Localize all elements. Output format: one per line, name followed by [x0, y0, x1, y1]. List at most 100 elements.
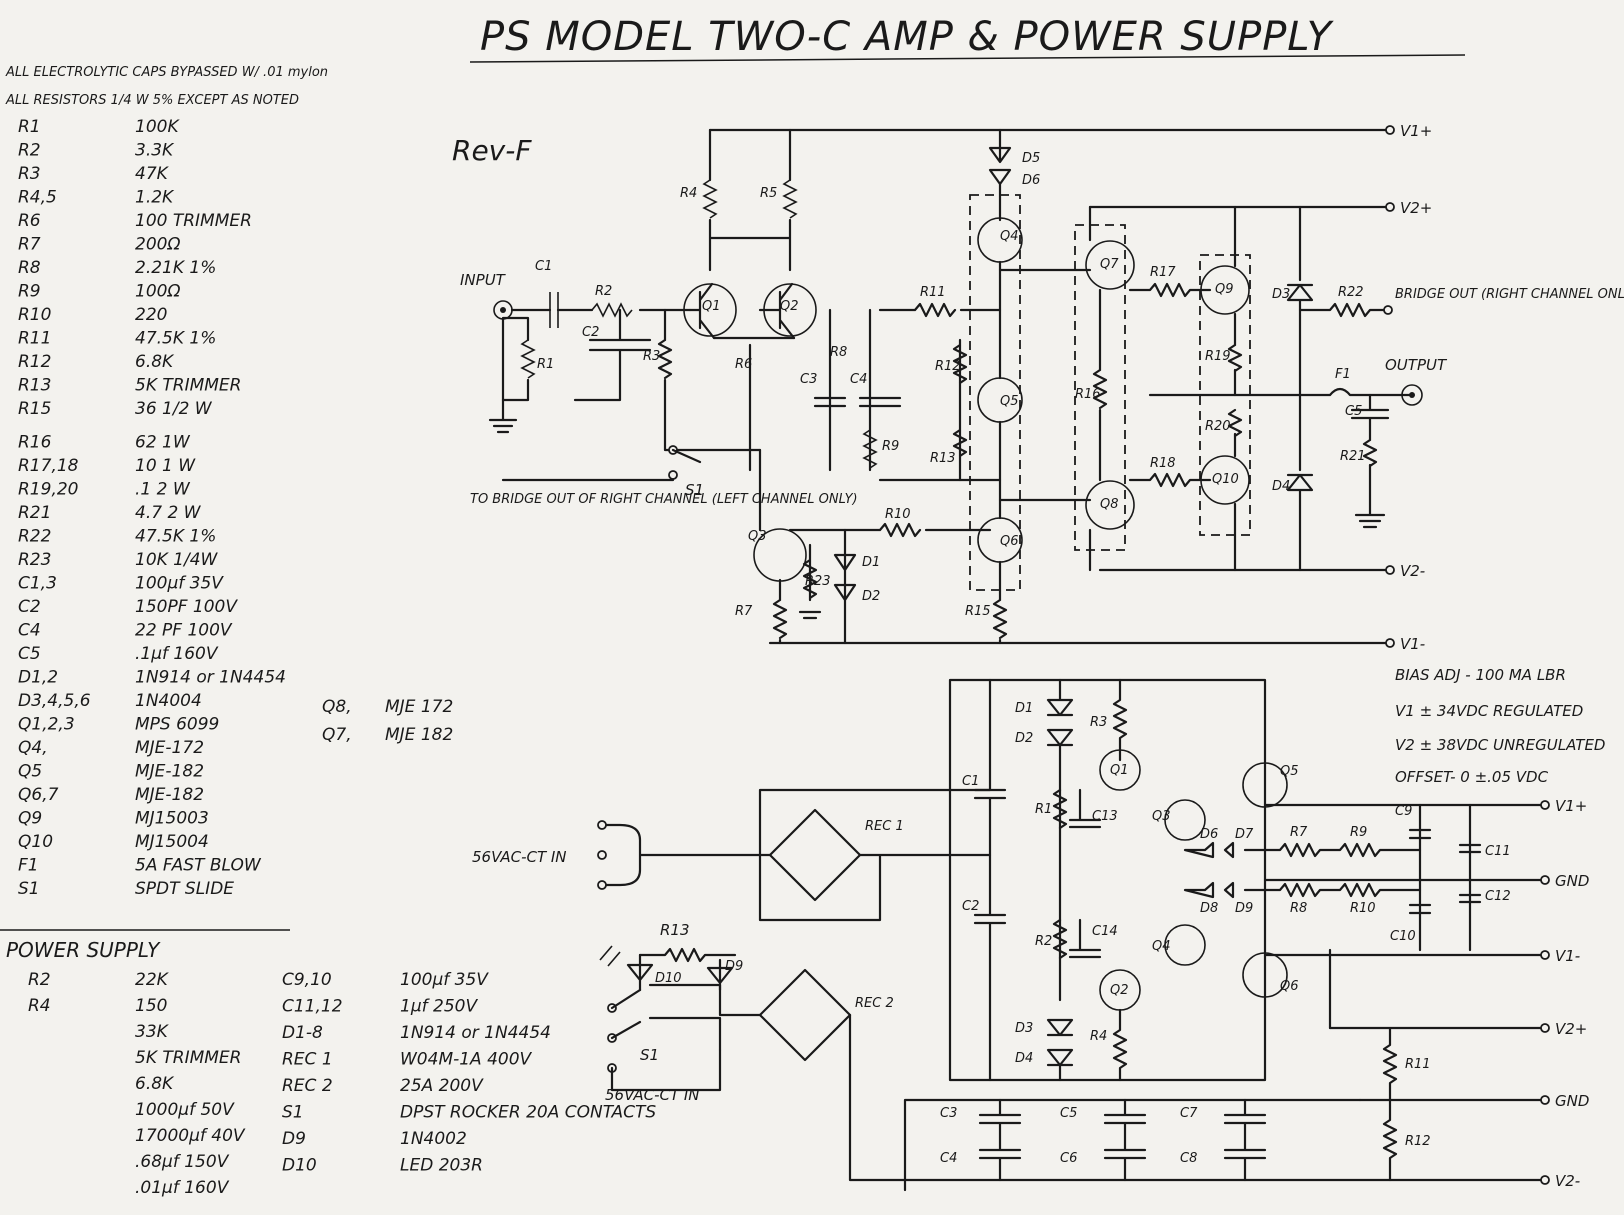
ps-q1-label: Q1 — [1110, 763, 1129, 778]
d3-label: D3 — [1272, 287, 1290, 302]
ps-c13-label: C13 — [1092, 809, 1118, 824]
rec1-bridge — [768, 808, 862, 902]
to-bridge-label: TO BRIDGE OUT OF RIGHT CHANNEL (LEFT CHA… — [470, 492, 858, 507]
ps-c1-label: C1 — [962, 774, 979, 789]
q7-label: Q7 — [1100, 257, 1119, 272]
part-ref: R19,20 — [18, 480, 78, 500]
r9-resistor — [862, 429, 878, 469]
c2-label: C2 — [582, 325, 599, 340]
part-ref: Q9 — [18, 809, 42, 829]
ps-r1-label: R1 — [1035, 802, 1052, 817]
revision-label: Rev-F — [452, 134, 532, 167]
ps-d3-label: D3 — [1015, 1021, 1033, 1036]
ps-q1-transistor — [1099, 749, 1141, 791]
ps-r2-label: R2 — [1035, 934, 1052, 949]
ps-d9-label: D9 — [725, 959, 743, 974]
ps-q3-label: Q3 — [1152, 809, 1171, 824]
part-value: 10 1 W — [135, 456, 196, 476]
part-value: 22K — [135, 970, 170, 990]
r7-label: R7 — [735, 604, 753, 619]
part-ref: C11,12 — [282, 997, 343, 1017]
r4-label: R4 — [680, 186, 697, 201]
r4-resistor — [702, 179, 718, 219]
part-value: 17000µf 40V — [135, 1126, 246, 1146]
part-ref: R16 — [18, 433, 52, 453]
ps-r7-label: R7 — [1290, 825, 1308, 840]
d4-label: D4 — [1272, 479, 1290, 494]
part-ref: R13 — [18, 376, 51, 396]
page-title: PS MODEL TWO-C AMP & POWER SUPPLY — [480, 14, 1335, 60]
part-value: 5A FAST BLOW — [135, 856, 262, 876]
spec-bias: BIAS ADJ - 100 MA LBR — [1395, 666, 1566, 684]
part-ref: REC 1 — [282, 1050, 333, 1070]
part-value: 100K — [135, 117, 180, 137]
part-ref: Q8, — [322, 697, 352, 717]
d2-label: D2 — [862, 589, 880, 604]
part-value: 47.5K 1% — [135, 527, 216, 547]
r23-label: R23 — [805, 574, 831, 589]
part-value: MJ15004 — [135, 832, 209, 852]
amplifier-schematic: V1+ V2+ V2- V1- INPUT Q1 Q2 R4 R5 R6 R8 … — [460, 122, 1624, 653]
part-ref: R3 — [18, 164, 41, 184]
r6-label: R6 — [735, 357, 752, 372]
r10-label: R10 — [885, 507, 911, 522]
s1-label: S1 — [685, 481, 704, 499]
part-value: 47K — [135, 164, 170, 184]
part-value: MJE 182 — [385, 725, 453, 745]
part-ref: C9,10 — [282, 970, 332, 990]
ps-c8-label: C8 — [1180, 1151, 1197, 1166]
q9-label: Q9 — [1215, 282, 1234, 297]
q5-label: Q5 — [1000, 394, 1019, 409]
part-value: 150PF 100V — [135, 597, 238, 617]
spec-offset: OFFSET- 0 ±.05 VDC — [1395, 768, 1549, 786]
d6-label: D6 — [1022, 173, 1040, 188]
part-value: 1N914 or 1N4454 — [400, 1023, 551, 1043]
note-caps: ALL ELECTROLYTIC CAPS BYPASSED W/ .01 my… — [5, 65, 328, 80]
notes: ALL ELECTROLYTIC CAPS BYPASSED W/ .01 my… — [5, 65, 328, 108]
part-value: 47.5K 1% — [135, 329, 216, 349]
r15-label: R15 — [965, 604, 991, 619]
ps-q5-transistor — [1242, 762, 1288, 808]
part-value: 100µf 35V — [400, 970, 489, 990]
r12-label: R12 — [935, 359, 961, 374]
part-value: 100µf 35V — [135, 574, 224, 594]
ps-r9-label: R9 — [1350, 825, 1367, 840]
s1-switch — [501, 448, 702, 482]
part-ref: R4,5 — [18, 188, 57, 208]
ps-c3-label: C3 — [940, 1106, 957, 1121]
part-ref: Q1,2,3 — [18, 715, 75, 735]
c5-label: C5 — [1345, 404, 1362, 419]
q9-transistor — [1200, 265, 1250, 315]
ps-q3-transistor — [1164, 799, 1206, 841]
q8-label: Q8 — [1100, 497, 1119, 512]
part-ref: D9 — [282, 1129, 306, 1149]
part-ref: R7 — [18, 235, 41, 255]
rail-label-v1minus: V1- — [1400, 635, 1425, 653]
part-value: 4.7 2 W — [135, 503, 202, 523]
ps-c7-label: C7 — [1180, 1106, 1198, 1121]
c1-capacitor — [549, 292, 559, 328]
output-label: OUTPUT — [1385, 356, 1448, 374]
ps-rail-v1plus: V1+ — [1555, 797, 1587, 815]
r11-label: R11 — [920, 285, 946, 300]
rail-label-v1plus: V1+ — [1400, 122, 1432, 140]
rail-label-v2minus: V2- — [1400, 562, 1425, 580]
part-ref: Q10 — [18, 832, 53, 852]
q4-label: Q4 — [1000, 229, 1019, 244]
part-value: 5K TRIMMER — [135, 1048, 241, 1068]
ps-d6-label: D6 — [1200, 827, 1218, 842]
c4-label: C4 — [850, 372, 867, 387]
ps-d2-label: D2 — [1015, 731, 1033, 746]
heatsink-outline-3 — [1199, 254, 1251, 536]
part-ref: C1,3 — [18, 574, 57, 594]
ps-d7-label: D7 — [1235, 827, 1254, 842]
c1-label: C1 — [535, 259, 552, 274]
q10-label: Q10 — [1212, 472, 1239, 487]
r5-label: R5 — [760, 186, 777, 201]
part-value: 1N4002 — [400, 1129, 467, 1149]
ps-q4-label: Q4 — [1152, 939, 1171, 954]
part-value: 1N4004 — [135, 691, 202, 711]
input-label: INPUT — [460, 271, 507, 289]
ps-frame — [948, 678, 1267, 1082]
